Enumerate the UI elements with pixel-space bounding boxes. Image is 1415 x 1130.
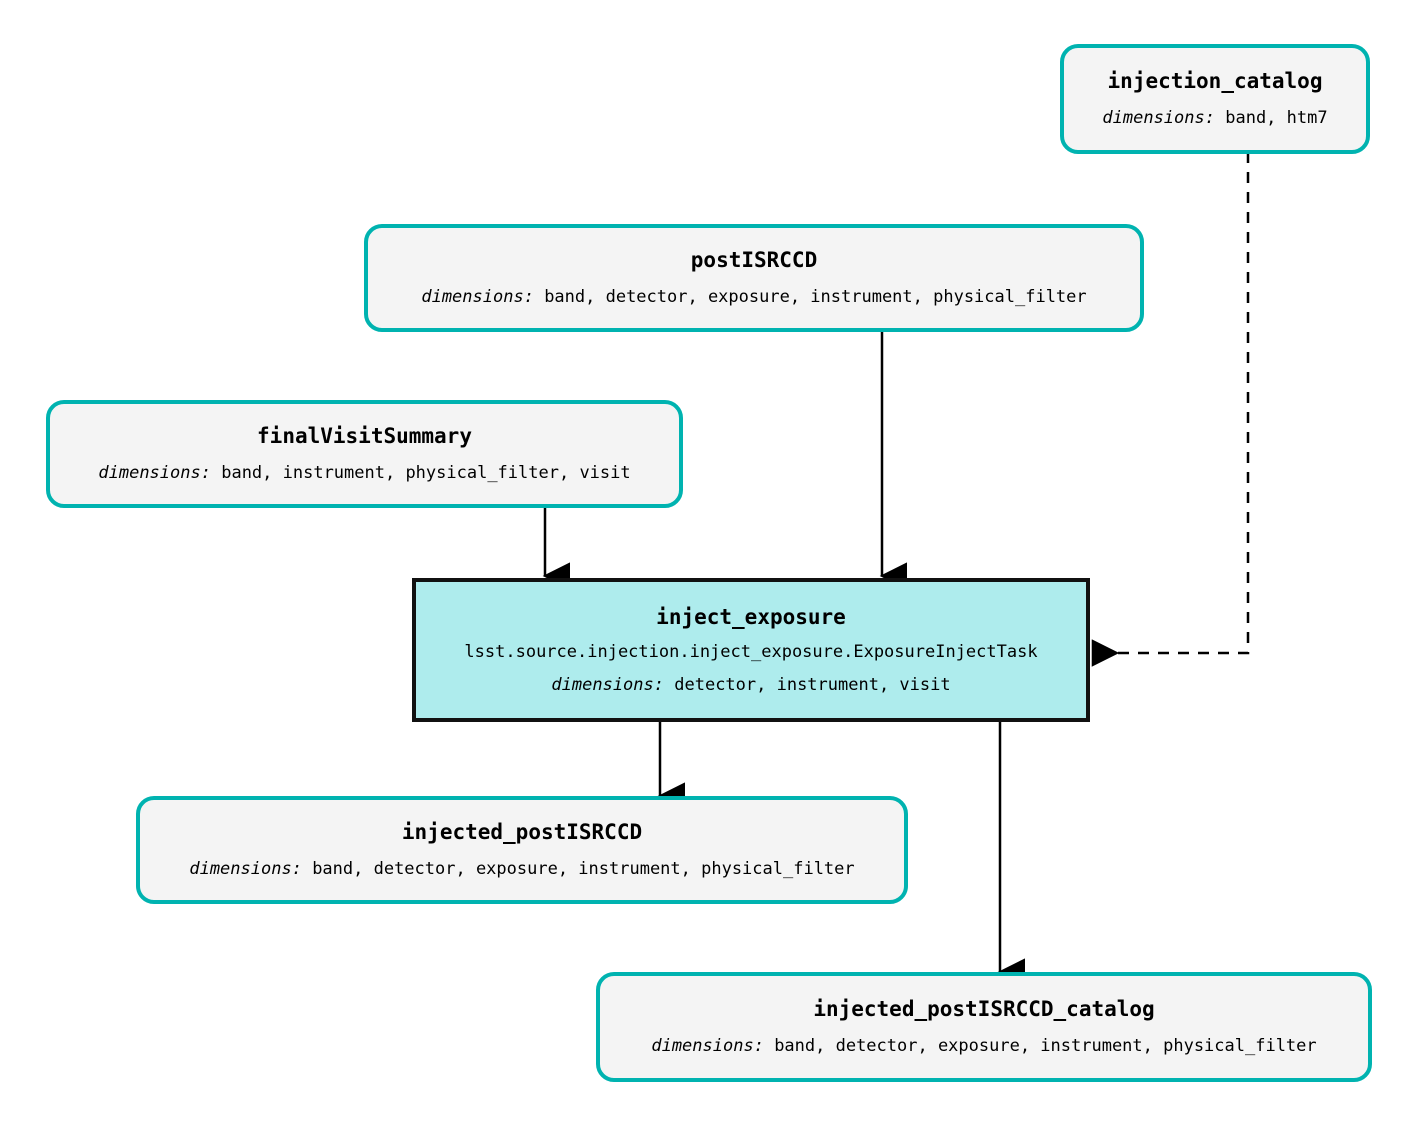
dimensions-label: dimensions: [421, 287, 534, 308]
dimensions-value: band, instrument, physical_filter, visit [221, 463, 631, 484]
node-title: inject_exposure [656, 604, 846, 629]
dimensions-value: band, detector, exposure, instrument, ph… [312, 859, 855, 880]
node-title: finalVisitSummary [257, 424, 472, 449]
node-dimensions: dimensions: band, htm7 [1102, 109, 1327, 128]
dimensions-label: dimensions: [98, 463, 211, 484]
dimensions-label: dimensions: [651, 1036, 764, 1057]
dimensions-label: dimensions: [1102, 108, 1215, 129]
node-injected-postisrccd[interactable]: injected_postISRCCD dimensions: band, de… [136, 796, 908, 904]
node-title: injected_postISRCCD_catalog [813, 997, 1155, 1022]
node-dimensions: dimensions: band, instrument, physical_f… [98, 464, 630, 483]
dimensions-label: dimensions: [189, 859, 302, 880]
node-finalvisitsummary[interactable]: finalVisitSummary dimensions: band, inst… [46, 400, 683, 508]
node-dimensions: dimensions: band, detector, exposure, in… [189, 860, 854, 879]
node-postisrccd[interactable]: postISRCCD dimensions: band, detector, e… [364, 224, 1144, 332]
node-dimensions: dimensions: band, detector, exposure, in… [651, 1037, 1316, 1056]
dimensions-value: band, detector, exposure, instrument, ph… [544, 287, 1087, 308]
node-dimensions: dimensions: detector, instrument, visit [551, 674, 951, 695]
node-inject-exposure[interactable]: inject_exposure lsst.source.injection.in… [412, 578, 1090, 722]
node-title: injection_catalog [1107, 69, 1323, 94]
node-injection-catalog[interactable]: injection_catalog dimensions: band, htm7 [1060, 44, 1370, 154]
dimensions-value: detector, instrument, visit [674, 674, 951, 695]
node-class-path: lsst.source.injection.inject_exposure.Ex… [464, 641, 1038, 662]
node-dimensions: dimensions: band, detector, exposure, in… [421, 288, 1086, 307]
dimensions-value: band, htm7 [1225, 108, 1328, 129]
node-title: injected_postISRCCD [401, 820, 643, 845]
dimensions-label: dimensions: [551, 674, 664, 695]
dimensions-value: band, detector, exposure, instrument, ph… [774, 1036, 1317, 1057]
node-title: postISRCCD [690, 248, 818, 273]
node-injected-postisrccd-catalog[interactable]: injected_postISRCCD_catalog dimensions: … [596, 972, 1372, 1082]
